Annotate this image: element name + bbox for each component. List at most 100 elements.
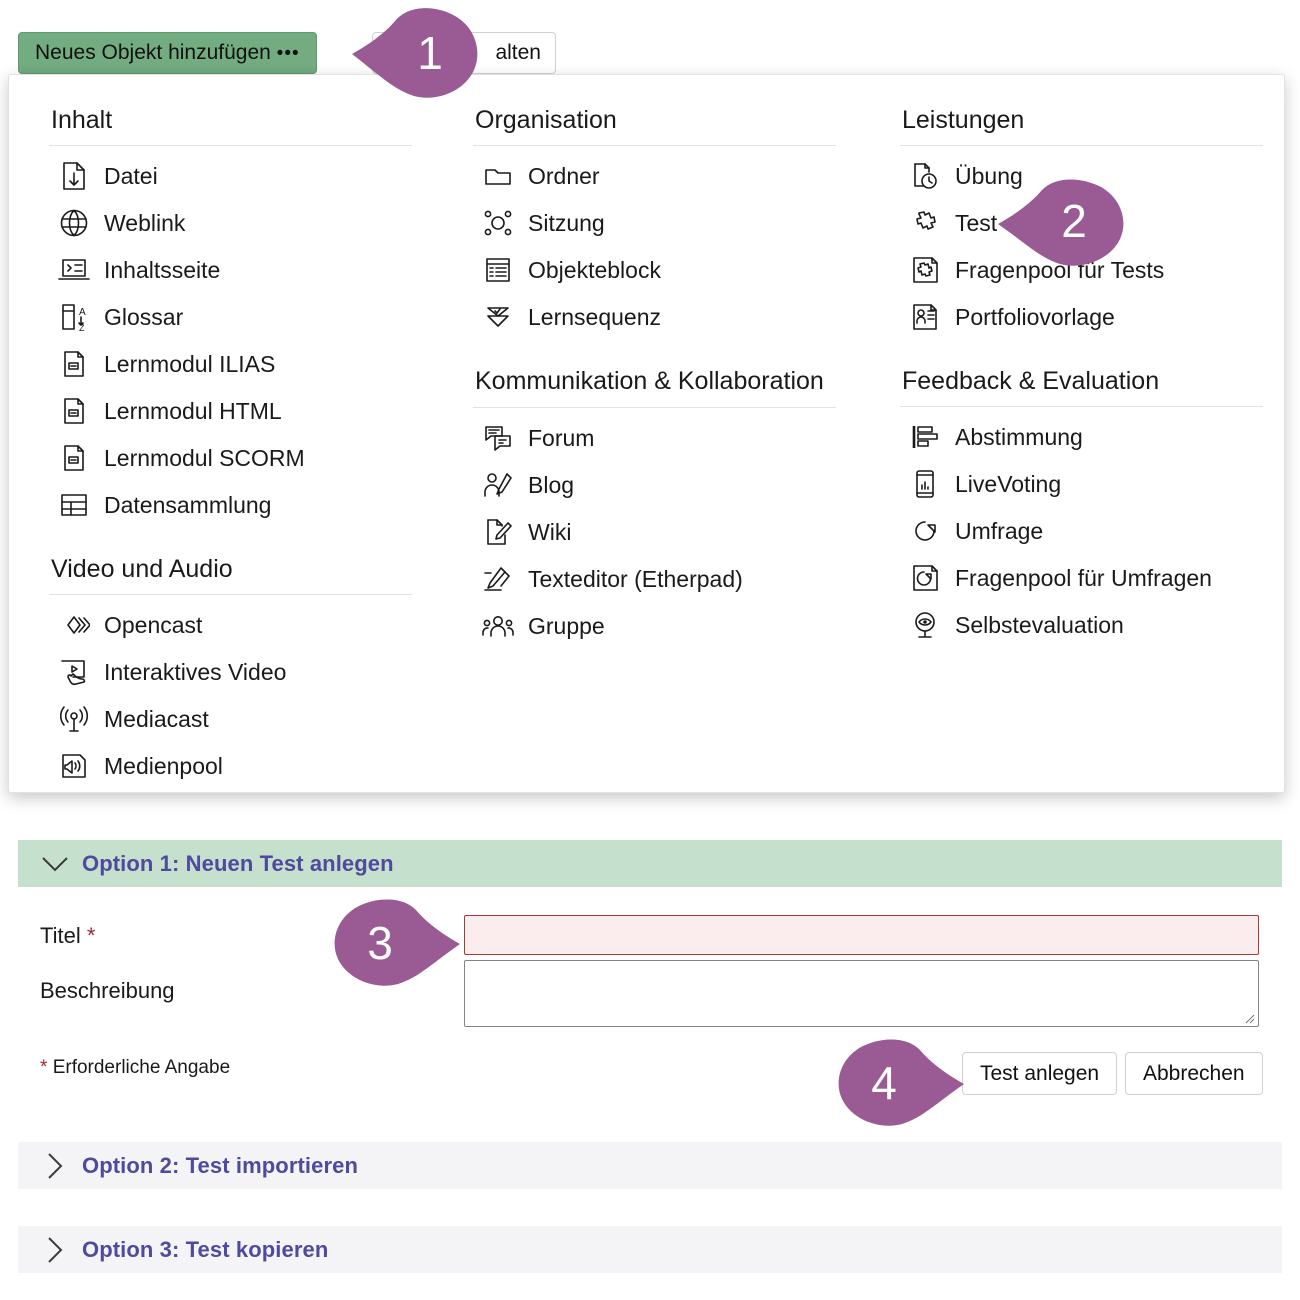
- description-textarea[interactable]: [464, 960, 1259, 1027]
- step-marker-1-number: 1: [417, 27, 443, 79]
- menu-item-label: Datei: [104, 162, 158, 189]
- menu-item-umfrage[interactable]: Umfrage: [900, 507, 1263, 554]
- ellipsis-icon: •••: [276, 43, 300, 64]
- menu-item-label: Abstimmung: [955, 423, 1083, 450]
- chevron-right-icon: [38, 1236, 72, 1264]
- menu-item-lernmodul-html[interactable]: Lernmodul HTML: [49, 387, 412, 434]
- option-2-header[interactable]: Option 2: Test importieren: [18, 1142, 1282, 1189]
- step-marker-4-number: 4: [871, 1057, 897, 1109]
- menu-item-datensammlung[interactable]: Datensammlung: [49, 481, 412, 528]
- step-marker-2-number: 2: [1061, 195, 1087, 247]
- menu-item-forum[interactable]: Forum: [473, 414, 836, 461]
- group-people-icon: [481, 609, 515, 643]
- menu-item-mediacast[interactable]: Mediacast: [49, 695, 412, 742]
- menu-item-wiki[interactable]: Wiki: [473, 508, 836, 555]
- menu-item-label: Lernmodul ILIAS: [104, 350, 276, 377]
- svg-text:A: A: [79, 307, 86, 318]
- menu-item-objekteblock[interactable]: Objekteblock: [473, 246, 836, 293]
- exercise-clock-icon: [908, 159, 942, 193]
- menu-item-opencast[interactable]: Opencast: [49, 601, 412, 648]
- menu-item-label: LiveVoting: [955, 470, 1062, 497]
- interactive-video-icon: [57, 655, 91, 689]
- menu-item-label: Weblink: [104, 209, 186, 236]
- object-block-icon: [481, 253, 515, 287]
- menu-item-label: Mediacast: [104, 705, 209, 732]
- puzzle-page-icon: [908, 253, 942, 287]
- menu-item-abstimmung[interactable]: Abstimmung: [900, 413, 1263, 460]
- etherpad-pen-icon: [481, 562, 515, 596]
- menu-item-label: Sitzung: [528, 209, 605, 236]
- menu-item-lernsequenz[interactable]: Lernsequenz: [473, 293, 836, 340]
- step-marker-1: 1: [352, 8, 482, 100]
- menu-item-inhaltsseite[interactable]: Inhaltsseite: [49, 246, 412, 293]
- menu-item-label: Selbstevaluation: [955, 611, 1124, 638]
- menu-item-weblink[interactable]: Weblink: [49, 199, 412, 246]
- globe-icon: [57, 206, 91, 240]
- menu-item-blog[interactable]: Blog: [473, 461, 836, 508]
- option-1-header[interactable]: Option 1: Neuen Test anlegen: [18, 840, 1282, 887]
- menu-item-label: Inhaltsseite: [104, 256, 221, 283]
- menu-item-lernmodul-scorm[interactable]: Lernmodul SCORM: [49, 434, 412, 481]
- menu-item-label: Blog: [528, 471, 575, 498]
- divider: [900, 145, 1263, 146]
- menu-item-lernmodul-ilias[interactable]: Lernmodul ILIAS: [49, 340, 412, 387]
- menu-item-portfoliovorlage[interactable]: Portfoliovorlage: [900, 293, 1263, 340]
- menu-item-gruppe[interactable]: Gruppe: [473, 602, 836, 649]
- learning-module-icon: [57, 394, 91, 428]
- learning-module-icon: [57, 347, 91, 381]
- dropdown-group-title: Organisation: [475, 106, 617, 134]
- menu-item-test[interactable]: Test: [900, 199, 1263, 246]
- option-2-title: Option 2: Test importieren: [82, 1152, 358, 1178]
- cancel-button[interactable]: Abbrechen: [1125, 1052, 1263, 1095]
- menu-item-datei[interactable]: Datei: [49, 152, 412, 199]
- menu-item-label: Interaktives Video: [104, 658, 287, 685]
- divider: [49, 594, 412, 595]
- menu-item-label: Gruppe: [528, 612, 605, 639]
- menu-item-sitzung[interactable]: Sitzung: [473, 199, 836, 246]
- divider: [473, 145, 836, 146]
- menu-item-label: Wiki: [528, 518, 572, 545]
- chevron-down-icon: [38, 855, 72, 873]
- menu-item-interaktives-video[interactable]: Interaktives Video: [49, 648, 412, 695]
- file-download-icon: [57, 159, 91, 193]
- menu-item-label: Forum: [528, 424, 595, 451]
- opencast-diamond-icon: [57, 608, 91, 642]
- menu-item-fragenpool-f-r-umfragen[interactable]: Fragenpool für Umfragen: [900, 554, 1263, 601]
- title-input[interactable]: [464, 915, 1259, 955]
- required-asterisk: *: [86, 923, 96, 948]
- dropdown-group-title: Feedback & Evaluation: [902, 367, 1160, 395]
- title-field-label: Titel *: [40, 923, 95, 949]
- step-marker-3: 3: [330, 899, 460, 988]
- menu-item-label: Texteditor (Etherpad): [528, 565, 743, 592]
- add-object-button[interactable]: Neues Objekt hinzufügen •••: [18, 32, 317, 74]
- resize-grip-icon: [1245, 1014, 1255, 1024]
- menu-item-medienpool[interactable]: Medienpool: [49, 742, 412, 789]
- svg-text:Z: Z: [79, 323, 85, 332]
- speaker-icon: [57, 749, 91, 783]
- menu-item-label: Test: [955, 209, 998, 236]
- menu-item-livevoting[interactable]: LiveVoting: [900, 460, 1263, 507]
- title-label-text: Titel: [40, 923, 81, 948]
- divider: [900, 406, 1263, 407]
- menu-item-texteditor-etherpad[interactable]: Texteditor (Etherpad): [473, 555, 836, 602]
- live-voting-phone-icon: [908, 467, 942, 501]
- option-3-header[interactable]: Option 3: Test kopieren: [18, 1226, 1282, 1273]
- table-icon: [57, 488, 91, 522]
- menu-item-ordner[interactable]: Ordner: [473, 152, 836, 199]
- menu-item-bung[interactable]: Übung: [900, 152, 1263, 199]
- menu-item-selbstevaluation[interactable]: Selbstevaluation: [900, 601, 1263, 648]
- create-test-button[interactable]: Test anlegen: [962, 1052, 1118, 1095]
- learning-module-icon: [57, 441, 91, 475]
- forum-bubbles-icon: [481, 421, 515, 455]
- dropdown-group-title: Kommunikation & Kollaboration: [475, 367, 824, 395]
- new-test-form: Titel * Beschreibung * Erforderliche Ang…: [18, 887, 1282, 1130]
